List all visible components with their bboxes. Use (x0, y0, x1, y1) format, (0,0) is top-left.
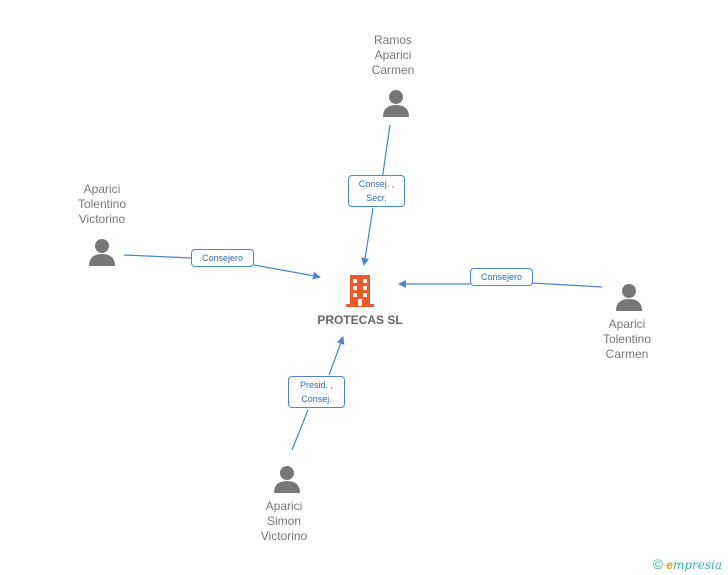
edge-aparici-simon-victorino (291, 337, 343, 451)
edge-aparici-tolentino-victorino (123, 254, 320, 277)
copyright-symbol: © (652, 556, 663, 572)
person-icon[interactable] (87, 237, 117, 267)
relation-label-aparici-tolentino-victorino[interactable]: Consejero (191, 249, 254, 267)
brand-logo-text: mpresia (672, 558, 722, 572)
person-name-aparici-tolentino-carmen[interactable]: Aparici Tolentino Carmen (602, 317, 652, 361)
company-node[interactable] (343, 273, 377, 307)
relation-label-aparici-simon-victorino[interactable]: Presid. , Consej. (288, 376, 345, 408)
relation-label-ramos[interactable]: Consej. , Secr. (348, 175, 405, 207)
person-icon[interactable] (381, 88, 411, 118)
person-icon[interactable] (614, 282, 644, 312)
person-name-aparici-tolentino-victorino[interactable]: Aparici Tolentino Victorino (77, 182, 127, 226)
relation-label-aparici-tolentino-carmen[interactable]: Consejero (470, 268, 533, 286)
person-icon[interactable] (272, 464, 302, 494)
person-name-ramos[interactable]: Ramos Aparici Carmen (371, 33, 415, 77)
edge-aparici-tolentino-carmen (399, 283, 603, 287)
person-name-aparici-simon-victorino[interactable]: Aparici Simon Victorino (260, 499, 308, 543)
company-name[interactable]: PROTECAS SL (317, 313, 403, 327)
building-icon (346, 275, 374, 307)
brand-logo-initial: e (666, 558, 673, 572)
edge-ramos (364, 124, 391, 265)
footer-brand: © empresia (653, 556, 722, 572)
